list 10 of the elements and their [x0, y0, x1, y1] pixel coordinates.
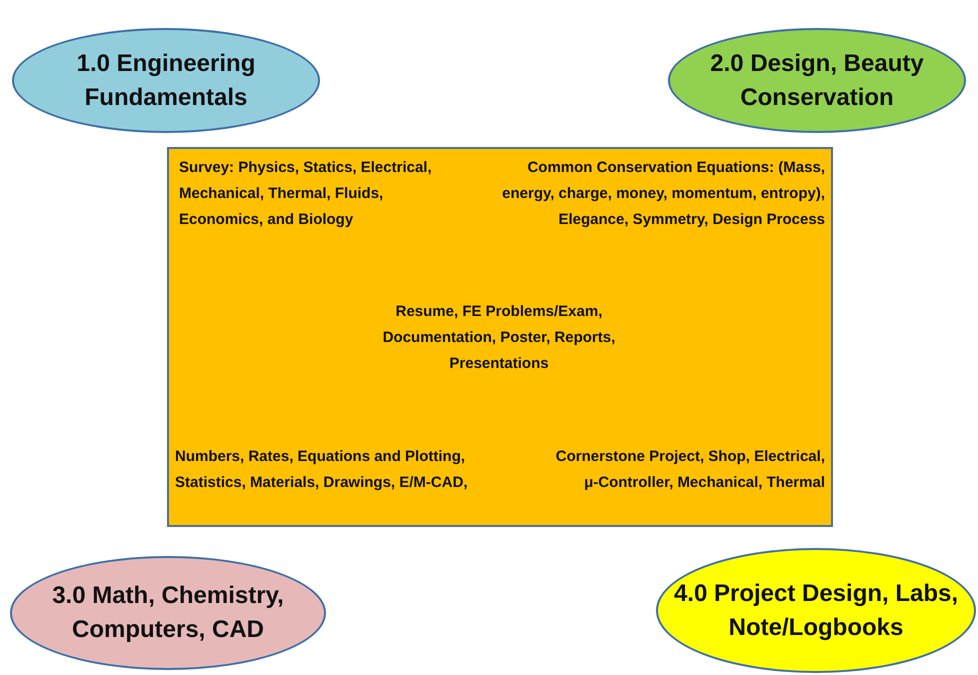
topic-list: Common Conservation Equations: (Mass, energy, charge, money, momentum, entropy), Elegance, Symmetry, Design Process: [489, 155, 825, 233]
topic-title: 1.0 Engineering Fundamentals: [76, 48, 256, 112]
topic-title: 4.0 Project Design, Labs, Note/Logbooks: [672, 578, 960, 642]
topic-list: Cornerstone Project, Shop, Electrical, μ-Controller, Mechanical, Thermal: [549, 444, 825, 496]
topic-title: 2.0 Design, Beauty Conservation: [709, 48, 925, 112]
content-panel: [167, 147, 833, 527]
topic-list: Survey: Physics, Statics, Electrical, Mechanical, Thermal, Fluids, Economics, and Biology: [179, 155, 439, 233]
topic-list: Numbers, Rates, Equations and Plotting, Statistics, Materials, Drawings, E/M-CAD,: [175, 444, 505, 496]
topic-title: 3.0 Math, Chemistry, Computers, CAD: [51, 581, 285, 645]
topic-list: Resume, FE Problems/Exam, Documentation, Poster, Reports, Presentations: [349, 299, 649, 377]
